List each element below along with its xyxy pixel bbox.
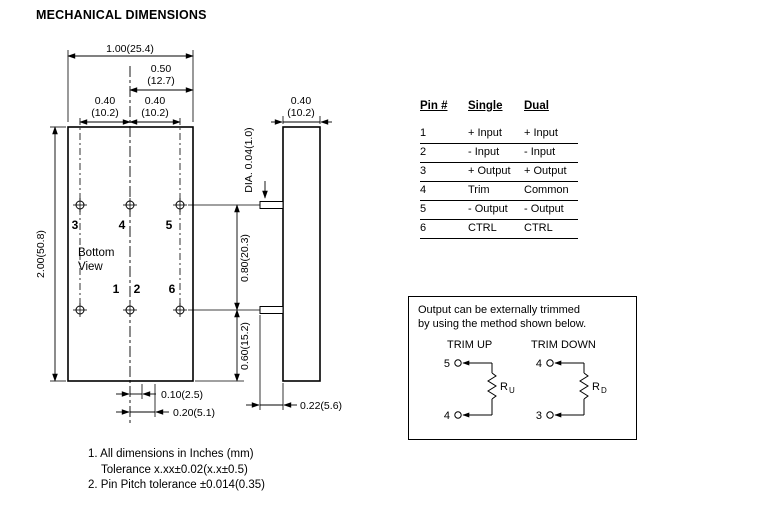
dimension-lines [52,53,332,415]
trim-up-top-pin: 5 [444,358,450,370]
cell-single: - Input [468,146,500,158]
note-line-1: 1. All dimensions in Inches (mm) [88,448,254,460]
cell-pin: 5 [420,203,427,215]
cell-single: Trim [468,184,490,196]
table-row: 4 Trim Common [420,182,578,201]
dim-pitch-right-mm: (10.2) [141,107,168,119]
extension-lines [50,50,321,417]
cell-pin: 2 [420,146,427,158]
cell-pin: 1 [420,127,427,139]
trim-note-line2: by using the method shown below. [418,318,587,330]
trim-circuits: TRIM UP TRIM DOWN 5 4 R U 4 [444,339,607,422]
pin-marker-6 [173,303,187,317]
resistor-up-sub: U [509,386,515,395]
trim-note-box: Output can be externally trimmed by usin… [408,296,637,440]
pin-number-2: 2 [134,282,141,296]
trim-up-bottom-pin: 4 [444,410,450,422]
pin-number-1: 1 [113,282,120,296]
pin-function-table: Pin # Single Dual 1 + Input + Input 2 - … [420,100,578,239]
page-title: MECHANICAL DIMENSIONS [36,8,207,22]
dim-pitch-left-mm: (10.2) [91,107,118,119]
trim-down-circuit: 4 3 R D [536,358,607,422]
dim-side-width-in: 0.40 [291,95,312,107]
dim-row-span: 0.80(20.3) [239,234,251,282]
table-row: 3 + Output + Output [420,163,578,182]
mechanical-drawing: 1.00(25.4) 0.50 (12.7) 0.40 (10.2) 0.40 … [35,43,342,424]
table-row: 1 + Input + Input [420,125,578,144]
view-label-line2: View [78,261,103,273]
pin-marker-3 [73,198,87,212]
trim-note-line1: Output can be externally trimmed [418,304,581,316]
pin-marker-4 [123,198,137,212]
terminal-icon [454,411,462,419]
dim-overall-width: 1.00(25.4) [106,43,154,55]
terminal-icon [546,411,554,419]
notes: 1. All dimensions in Inches (mm) Toleran… [88,447,265,494]
dim-side-width-mm: (10.2) [287,107,314,119]
trim-down-label: TRIM DOWN [531,339,596,351]
cell-dual: Common [524,184,569,196]
header-single: Single [468,100,503,112]
pin-marker-2 [123,303,137,317]
dim-pin-length: 0.22(5.6) [300,400,342,412]
note-line-tolerance: Tolerance x.xx±0.02(x.x±0.5) [101,463,248,476]
dim-half-width-mm: (12.7) [147,75,174,87]
pin-marker-5 [173,198,187,212]
table-row: 5 - Output - Output [420,201,578,220]
dim-bottom-span: 0.60(15.2) [239,322,251,370]
pin-number-6: 6 [169,282,176,296]
pin-number-5: 5 [166,218,173,232]
cell-dual: - Output [524,203,564,215]
cell-dual: + Input [524,127,558,139]
cell-dual: + Output [524,165,567,177]
dim-pitch-left-in: 0.40 [95,95,116,107]
cell-dual: CTRL [524,222,553,234]
side-view-pin-bottom [259,306,284,314]
table-row: 2 - Input - Input [420,144,578,163]
dim-overall-height: 2.00(50.8) [35,230,47,278]
header-pin-number: Pin # [420,100,448,112]
resistor-down-name: R [592,381,600,393]
dim-pitch-right-in: 0.40 [145,95,166,107]
resistor-down-icon [579,372,589,400]
trim-up-label: TRIM UP [447,339,492,351]
pin-number-4: 4 [119,218,126,232]
pin-table-body: 1 + Input + Input 2 - Input - Input 3 + … [420,125,578,239]
pin-number-3: 3 [72,218,79,232]
resistor-down-sub: D [601,386,607,395]
trim-note-text: Output can be externally trimmed by usin… [409,297,636,331]
cell-pin: 3 [420,165,427,177]
terminal-icon [546,359,554,367]
terminal-icon [454,359,462,367]
pin-markers [73,198,187,317]
centerlines [79,66,181,424]
resistor-up-name: R [500,381,508,393]
pin-table-header: Pin # Single Dual [420,100,578,112]
cell-single: + Input [468,127,502,139]
package-outline-side-view [282,126,321,382]
cell-dual: - Input [524,146,556,158]
trim-down-bottom-pin: 3 [536,410,542,422]
dim-offset-large: 0.20(5.1) [173,407,215,419]
trim-up-circuit: 5 4 R U [444,358,515,422]
dim-offset-small: 0.10(2.5) [161,389,203,401]
side-view-pin-top [259,201,284,209]
view-label-line1: Bottom [78,247,114,259]
note-line-2: 2. Pin Pitch tolerance ±0.014(0.35) [88,479,265,491]
table-row: 6 CTRL CTRL [420,220,578,239]
cell-single: - Output [468,203,508,215]
header-dual: Dual [524,100,549,112]
trim-down-top-pin: 4 [536,358,542,370]
pin-marker-1 [73,303,87,317]
cell-single: CTRL [468,222,497,234]
cell-single: + Output [468,165,511,177]
dim-half-width-in: 0.50 [151,63,172,75]
package-outline-bottom-view [67,126,194,382]
cell-pin: 4 [420,184,427,196]
cell-pin: 6 [420,222,427,234]
dim-pin-diameter: DIA. 0.04(1.0) [243,127,255,192]
resistor-up-icon [487,372,497,400]
